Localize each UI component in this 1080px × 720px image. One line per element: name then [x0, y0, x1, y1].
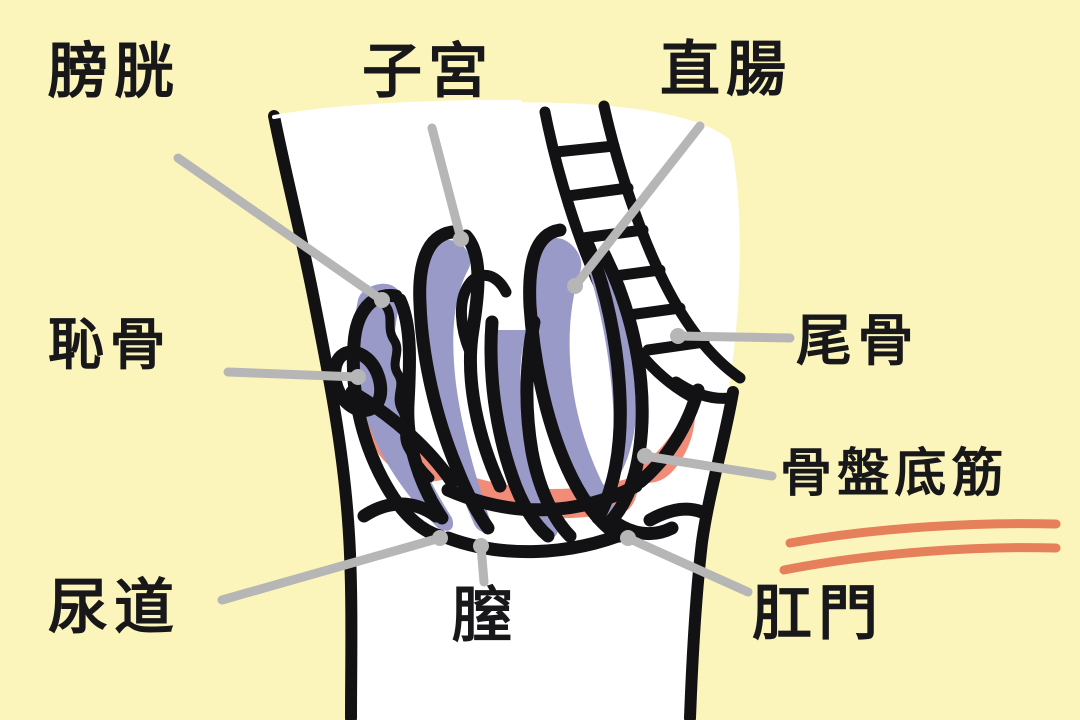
label-rectum: 直腸: [660, 35, 792, 105]
body-outline-left: [268, 110, 358, 720]
spine-rung-6: [642, 336, 710, 356]
organs-outline-group: [328, 223, 709, 559]
leader-line-anus: [623, 533, 753, 597]
spine-inner-rail: [598, 100, 746, 384]
body-outline-right: [684, 386, 739, 720]
underline-stroke-1: [785, 519, 1061, 548]
leader-line-bladder: [173, 153, 387, 305]
pelvic-floor-contour-right: [633, 383, 705, 489]
perineum-line-right: [643, 502, 709, 527]
bladder-fill: [353, 283, 454, 531]
rectum-outline-right: [579, 233, 627, 525]
leader-dot-uterus: [453, 231, 469, 247]
perineum-line-center: [441, 525, 635, 559]
leader-dot-urethra: [432, 530, 448, 546]
leader-dot-pubic-bone: [350, 369, 366, 385]
leader-line-uterus: [427, 123, 466, 244]
leader-dot-rectum: [567, 278, 583, 294]
pelvic-floor-underline-group: [779, 519, 1061, 575]
label-anus: 肛門: [752, 579, 884, 649]
spine-rung-1: [550, 140, 620, 158]
leader-dot-bladder: [374, 292, 390, 308]
label-pubic-bone: 恥骨: [48, 313, 172, 378]
leader-dot-pelvic-floor-muscle: [637, 448, 653, 464]
leader-line-pelvic-floor-muscle: [640, 451, 777, 481]
leader-dots-group: [350, 231, 686, 554]
rectum-fill: [534, 238, 618, 524]
bladder-inner-edge: [393, 293, 449, 525]
underline-stroke-2: [779, 543, 1061, 575]
leader-line-coccyx: [673, 331, 795, 343]
leader-dot-anus: [620, 530, 636, 546]
leader-line-urethra: [217, 533, 445, 605]
pelvic-floor-contour-left: [345, 385, 459, 489]
anal-canal-outline: [605, 513, 679, 540]
leader-line-pubic-bone: [223, 367, 363, 382]
levator-arc: [441, 479, 643, 517]
uterus-fill: [422, 240, 491, 532]
vagina-wall-front: [484, 315, 555, 543]
perineum-line-left: [357, 497, 443, 523]
label-coccyx: 尾骨: [796, 309, 920, 374]
leader-line-rectum: [570, 121, 705, 291]
pubic-bone-outline: [328, 345, 388, 417]
uterus-outline-right: [459, 229, 507, 493]
label-vagina: 膣: [452, 581, 518, 651]
leader-lines-group: [173, 121, 795, 605]
label-uterus: 子宮: [362, 37, 494, 107]
spine-rung-2: [562, 182, 634, 202]
label-bladder: 膀胱: [48, 37, 180, 107]
label-pelvic-floor-muscle: 骨盤底筋: [780, 444, 1009, 504]
leader-dot-vagina: [473, 538, 489, 554]
uterus-cavity: [455, 270, 512, 358]
bladder-rugae: [381, 301, 435, 483]
leader-dot-coccyx: [670, 328, 686, 344]
vagina-wall-back: [520, 315, 577, 543]
body-outline-top: [272, 99, 522, 119]
label-urethra: 尿道: [48, 573, 180, 643]
